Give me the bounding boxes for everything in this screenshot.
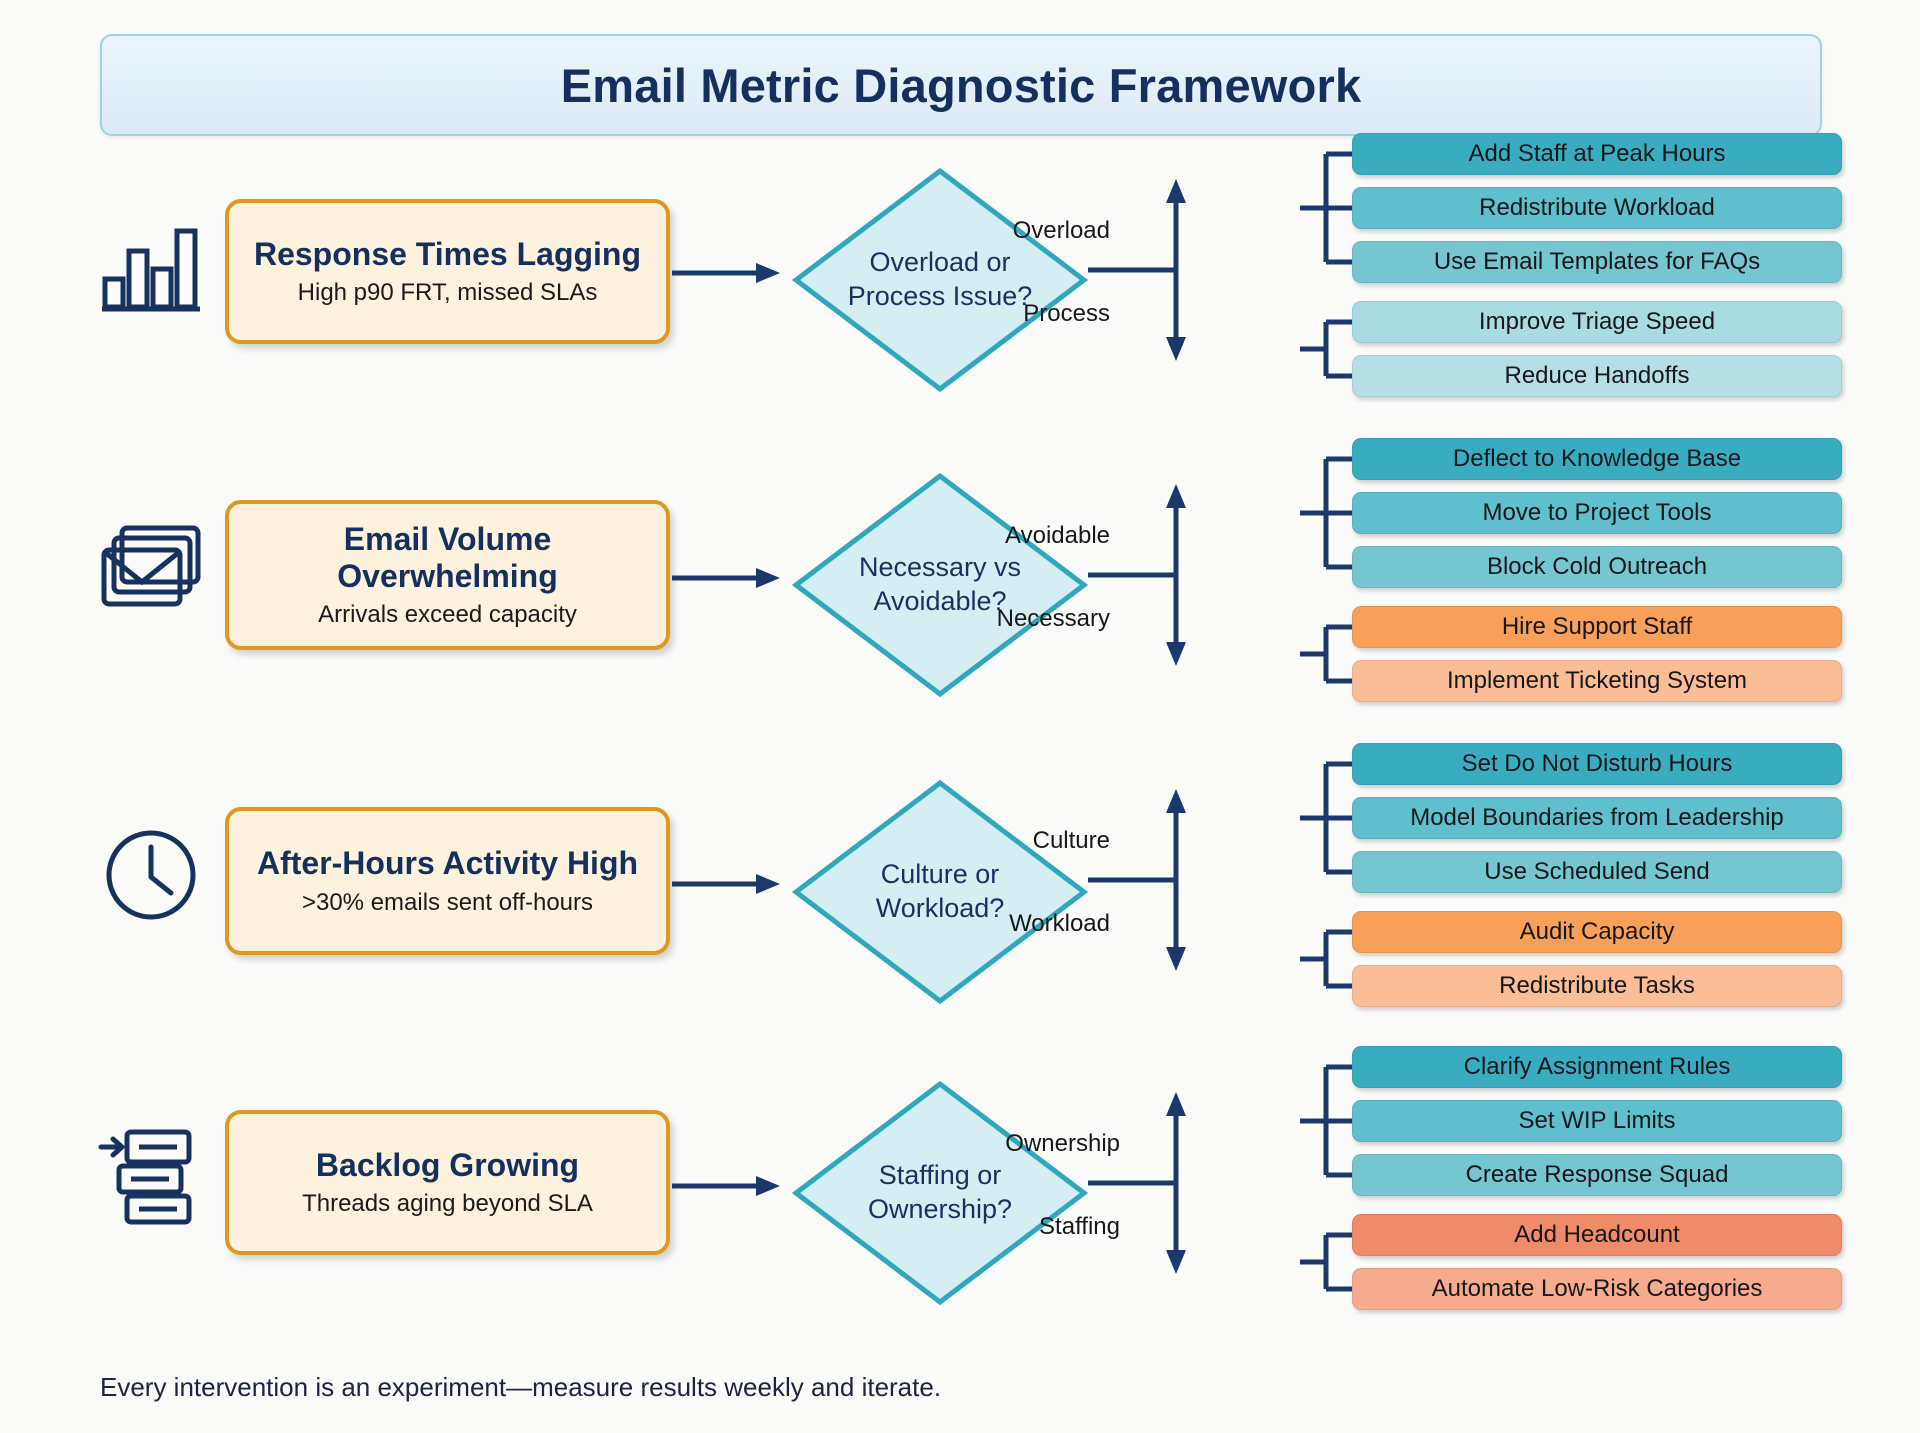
branch-label-lower: Process xyxy=(1023,300,1110,327)
diagnostic-row-4: Backlog Growing Threads aging beyond SLA… xyxy=(0,1046,1920,1310)
problem-card[interactable]: Backlog Growing Threads aging beyond SLA xyxy=(225,1110,670,1255)
action-chip[interactable]: Create Response Squad xyxy=(1352,1154,1842,1196)
backlog-queue-icon xyxy=(96,1123,206,1233)
card-to-decision-arrow xyxy=(672,871,782,897)
problem-subtitle: High p90 FRT, missed SLAs xyxy=(297,279,598,307)
decision-diamond[interactable]: Staffing or Ownership? xyxy=(790,1078,1090,1308)
action-chip[interactable]: Block Cold Outreach xyxy=(1352,546,1842,588)
page-title-banner: Email Metric Diagnostic Framework xyxy=(100,34,1822,136)
action-chip[interactable]: Use Email Templates for FAQs xyxy=(1352,241,1842,283)
problem-card[interactable]: After-Hours Activity High >30% emails se… xyxy=(225,807,670,955)
problem-card[interactable]: Response Times Lagging High p90 FRT, mis… xyxy=(225,199,670,344)
problem-title: Backlog Growing xyxy=(315,1146,580,1183)
branch-label-upper: Ownership xyxy=(1005,1130,1120,1157)
diagnostic-row-1: Response Times Lagging High p90 FRT, mis… xyxy=(0,133,1920,397)
action-chip[interactable]: Set Do Not Disturb Hours xyxy=(1352,743,1842,785)
problem-subtitle: >30% emails sent off-hours xyxy=(301,888,594,916)
branch-label-upper: Overload xyxy=(1012,217,1110,244)
branch-label-lower: Staffing xyxy=(1039,1213,1120,1240)
problem-title: Response Times Lagging xyxy=(253,235,642,272)
action-chip[interactable]: Improve Triage Speed xyxy=(1352,301,1842,343)
bar-chart-icon xyxy=(96,210,206,320)
action-chip[interactable]: Audit Capacity xyxy=(1352,911,1842,953)
branch-label-lower: Necessary xyxy=(996,605,1110,632)
action-chip[interactable]: Clarify Assignment Rules xyxy=(1352,1046,1842,1088)
decision-diamond[interactable]: Culture or Workload? xyxy=(790,777,1090,1007)
problem-title: After-Hours Activity High xyxy=(256,845,639,882)
decision-label: Necessary vs Avoidable? xyxy=(858,552,1022,616)
branch-splitter xyxy=(1088,765,1248,995)
action-chip[interactable]: Redistribute Tasks xyxy=(1352,965,1842,1007)
action-chip[interactable]: Automate Low-Risk Categories xyxy=(1352,1268,1842,1310)
action-chip[interactable]: Use Scheduled Send xyxy=(1352,851,1842,893)
envelopes-icon xyxy=(96,515,206,625)
decision-diamond[interactable]: Necessary vs Avoidable? xyxy=(790,470,1090,700)
decision-label: Overload or Process Issue? xyxy=(847,247,1033,311)
action-chip[interactable]: Hire Support Staff xyxy=(1352,606,1842,648)
branch-label-upper: Avoidable xyxy=(1005,522,1110,549)
action-chip[interactable]: Reduce Handoffs xyxy=(1352,355,1842,397)
branch-label-upper: Culture xyxy=(1032,827,1110,854)
card-to-decision-arrow xyxy=(672,1173,782,1199)
action-chip[interactable]: Add Headcount xyxy=(1352,1214,1842,1256)
card-to-decision-arrow xyxy=(672,260,782,286)
action-chip[interactable]: Model Boundaries from Leadership xyxy=(1352,797,1842,839)
action-chip[interactable]: Move to Project Tools xyxy=(1352,492,1842,534)
footer-note: Every intervention is an experiment—meas… xyxy=(100,1372,942,1402)
action-chip[interactable]: Add Staff at Peak Hours xyxy=(1352,133,1842,175)
problem-card[interactable]: Email Volume Overwhelming Arrivals excee… xyxy=(225,500,670,650)
action-chip[interactable]: Redistribute Workload xyxy=(1352,187,1842,229)
clock-icon xyxy=(96,820,206,930)
branch-splitter xyxy=(1088,1068,1248,1318)
page-title: Email Metric Diagnostic Framework xyxy=(560,58,1362,112)
card-to-decision-arrow xyxy=(672,565,782,591)
action-chip[interactable]: Implement Ticketing System xyxy=(1352,660,1842,702)
branch-splitter xyxy=(1088,155,1248,385)
diagnostic-row-3: After-Hours Activity High >30% emails se… xyxy=(0,743,1920,1007)
problem-subtitle: Threads aging beyond SLA xyxy=(302,1190,593,1218)
decision-label: Staffing or Ownership? xyxy=(867,1160,1013,1224)
decision-label: Culture or Workload? xyxy=(875,859,1005,923)
decision-diamond[interactable]: Overload or Process Issue? xyxy=(790,165,1090,395)
branch-label-lower: Workload xyxy=(1009,910,1110,937)
problem-subtitle: Arrivals exceed capacity xyxy=(318,600,577,628)
action-chip[interactable]: Set WIP Limits xyxy=(1352,1100,1842,1142)
diagnostic-row-2: Email Volume Overwhelming Arrivals excee… xyxy=(0,438,1920,702)
branch-splitter xyxy=(1088,460,1248,690)
action-chip[interactable]: Deflect to Knowledge Base xyxy=(1352,438,1842,480)
problem-title: Email Volume Overwhelming xyxy=(337,521,558,594)
